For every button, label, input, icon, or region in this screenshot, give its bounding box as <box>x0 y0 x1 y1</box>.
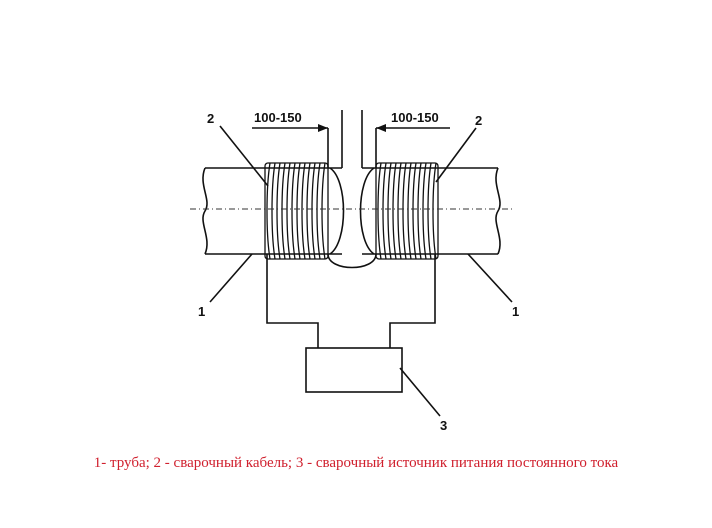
coil-turn <box>266 162 271 260</box>
coil-turn <box>281 162 286 260</box>
leader-pipe-right <box>467 253 513 303</box>
coil-turn <box>296 162 301 260</box>
leader-cable-right <box>435 127 477 183</box>
coil-turn <box>432 162 437 260</box>
dimension-right-label: 100-150 <box>391 110 439 125</box>
label-cable-right: 2 <box>475 113 482 128</box>
coil-turn <box>276 162 281 260</box>
label-power-source: 3 <box>440 418 447 433</box>
coil-turn <box>402 162 407 260</box>
dimension-left-label: 100-150 <box>254 110 302 125</box>
coil-turn <box>387 162 392 260</box>
pipe-right <box>359 167 501 255</box>
coil-turn <box>397 162 402 260</box>
coil-turn <box>422 162 427 260</box>
coil-turn <box>291 162 296 260</box>
coil-turn <box>392 162 397 260</box>
coil-turn <box>412 162 417 260</box>
welding-cable-coil-right <box>375 162 439 260</box>
coil-turn <box>301 162 306 260</box>
coil-turn <box>427 162 432 260</box>
coil-turn <box>407 162 412 260</box>
welding-cable-coil-left <box>264 162 329 260</box>
leader-source <box>399 367 441 417</box>
figure-caption: 1- труба; 2 - сварочный кабель; 3 - свар… <box>93 455 619 471</box>
coil-turn <box>271 162 276 260</box>
coil-turn <box>311 162 316 260</box>
label-cable-left: 2 <box>207 111 214 126</box>
coil-turn <box>316 162 321 260</box>
coil-turn <box>321 162 326 260</box>
coil-turn <box>377 162 382 260</box>
coil-outline <box>264 162 329 260</box>
leader-pipe-left <box>209 253 253 303</box>
power-source-box <box>305 347 403 393</box>
coil-outline <box>375 162 439 260</box>
leader-cable-left <box>219 125 269 187</box>
label-pipe-left: 1 <box>198 304 205 319</box>
coil-turn <box>306 162 311 260</box>
coil-turn <box>382 162 387 260</box>
joint-bead <box>327 253 377 269</box>
label-pipe-right: 1 <box>512 304 519 319</box>
coil-turn <box>286 162 291 260</box>
coil-turn <box>417 162 422 260</box>
cable-wires <box>266 254 436 348</box>
